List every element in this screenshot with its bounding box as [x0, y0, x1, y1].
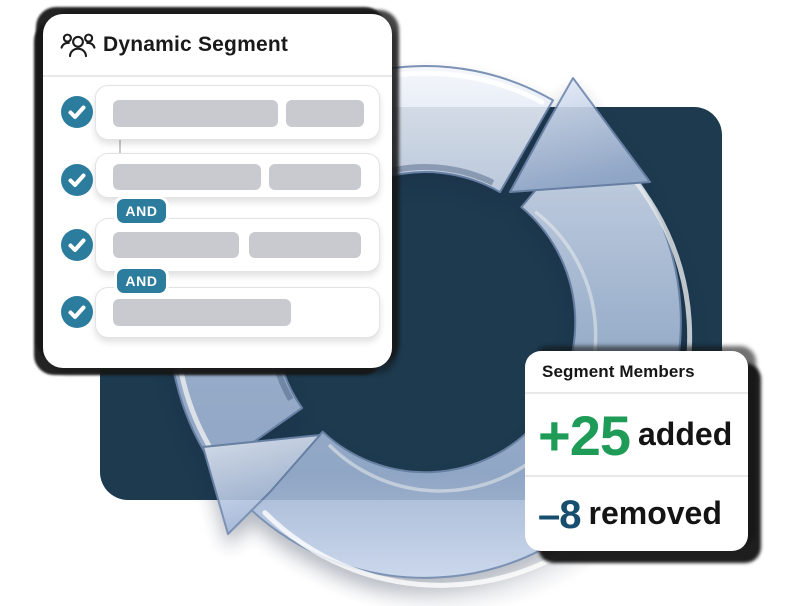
card-header: Dynamic Segment	[43, 14, 392, 75]
placeholder-bar	[113, 232, 239, 258]
added-count: +25	[538, 404, 631, 467]
and-operator-badge: AND	[114, 196, 169, 226]
placeholder-bar	[269, 164, 361, 190]
card-title: Dynamic Segment	[103, 32, 289, 56]
check-toggle[interactable]	[61, 96, 93, 128]
segment-members-card: Segment Members +25 added –8 removed	[525, 351, 748, 551]
dynamic-segment-card: Dynamic Segment AND AND	[43, 14, 392, 368]
check-toggle[interactable]	[61, 229, 93, 261]
users-group-icon	[60, 30, 96, 60]
check-toggle[interactable]	[61, 164, 93, 196]
divider	[525, 475, 748, 477]
check-toggle[interactable]	[61, 296, 93, 328]
card-header: Segment Members	[525, 351, 748, 392]
added-label: added	[638, 415, 733, 452]
checkmark-icon	[68, 238, 86, 252]
card-title: Segment Members	[542, 361, 695, 381]
placeholder-bar	[286, 100, 364, 127]
members-added-row: +25 added	[525, 393, 748, 475]
placeholder-bar	[113, 164, 261, 190]
segment-rule-row	[95, 153, 380, 198]
placeholder-bar	[113, 100, 278, 127]
removed-label: removed	[588, 495, 722, 531]
removed-count: –8	[538, 492, 581, 537]
placeholder-bar	[113, 299, 291, 326]
divider	[525, 392, 748, 394]
and-operator-badge: AND	[114, 266, 169, 296]
checkmark-icon	[68, 173, 86, 187]
placeholder-bar	[249, 232, 361, 258]
segment-rule-row	[95, 218, 380, 272]
divider	[43, 75, 392, 77]
checkmark-icon	[68, 305, 86, 319]
segment-rule-row	[95, 85, 380, 140]
segment-rule-row	[95, 287, 380, 338]
checkmark-icon	[68, 105, 86, 119]
members-removed-row: –8 removed	[525, 476, 748, 551]
